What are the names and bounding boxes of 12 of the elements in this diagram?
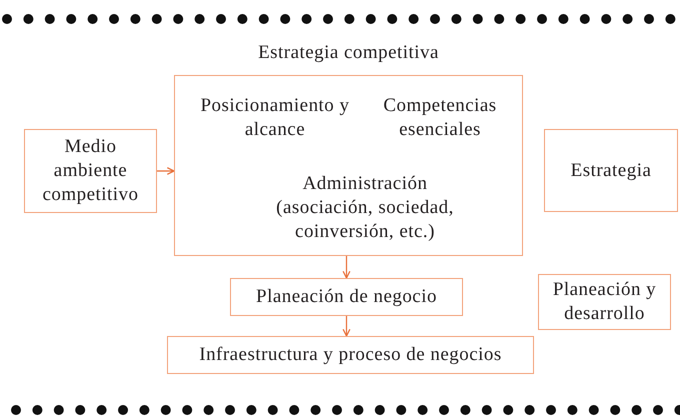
diagram-heading: Estrategia competitiva: [258, 41, 439, 65]
process-box: Infraestructura y proceso de negocios: [167, 336, 534, 374]
process-box: Planeación y desarrollo: [538, 274, 671, 330]
process-box: Planeación de negocio: [230, 278, 463, 316]
process-box: Estrategia: [544, 129, 678, 212]
arrow: [342, 316, 350, 337]
box-text: Posicionamiento y alcance: [200, 94, 350, 142]
process-box: Medio ambiente competitivo: [24, 129, 157, 213]
arrow: [342, 256, 350, 279]
box-text: Administración (asociación, sociedad, coinversión, etc.): [275, 172, 455, 244]
arrow: [157, 167, 175, 175]
box-text: Competencias esenciales: [382, 94, 498, 142]
